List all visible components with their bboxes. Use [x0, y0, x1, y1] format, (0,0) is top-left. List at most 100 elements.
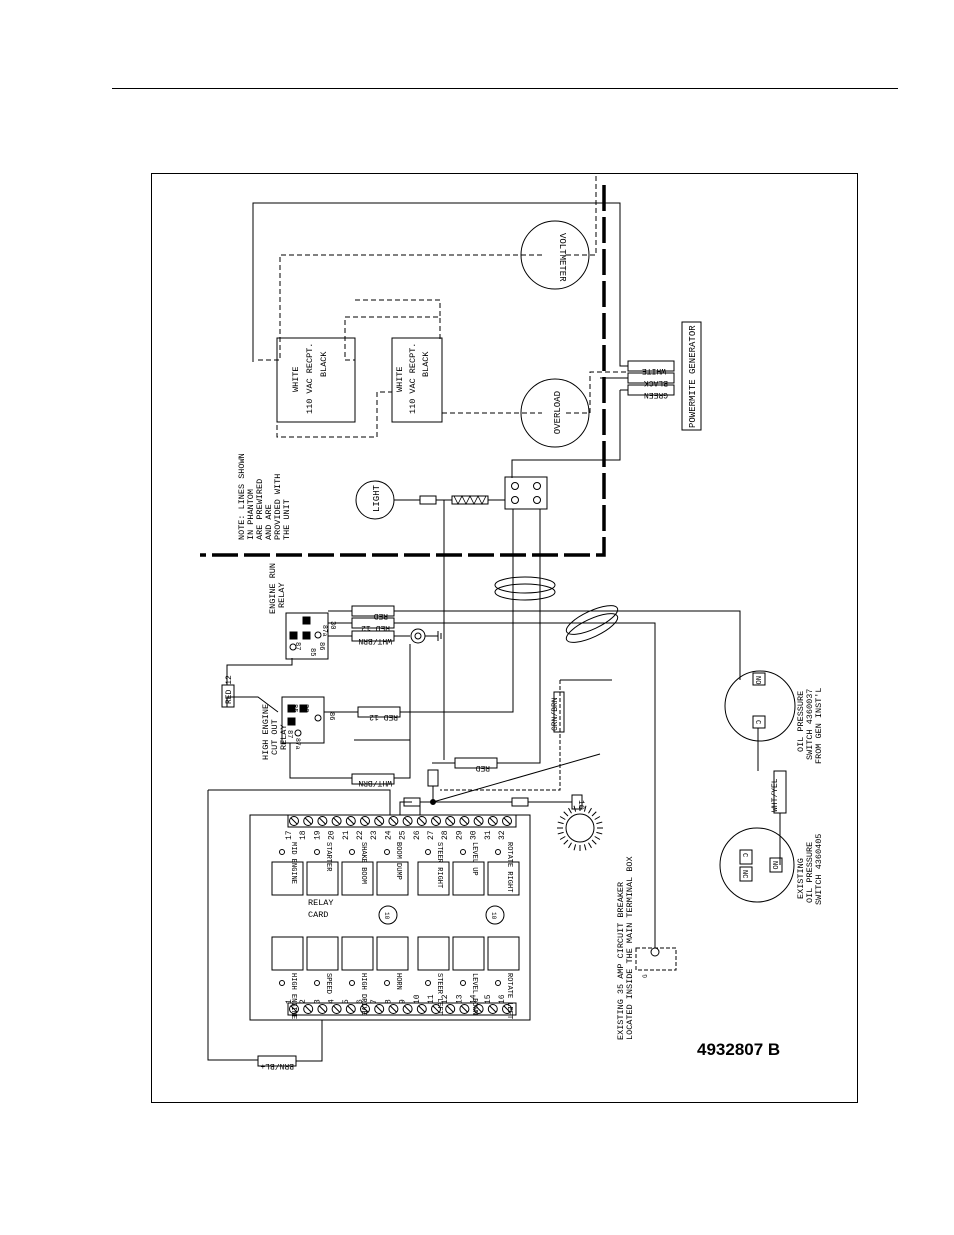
cut-pin-87: 87 — [285, 730, 293, 738]
horn-ray — [591, 811, 597, 817]
card-top-terminal-number: 18 — [299, 830, 308, 840]
card-led-bottom — [460, 980, 466, 986]
card-top-terminal-number: 31 — [484, 830, 493, 840]
light-fuse — [419, 495, 437, 505]
card-bottom-function-label: ROTATE LEFT — [505, 973, 513, 1019]
run-pin-85: 85 — [308, 648, 316, 656]
red-bottom-label: RED — [475, 763, 490, 772]
wire-bundle-1 — [494, 576, 556, 594]
horn-symbol — [565, 813, 595, 843]
generator-box — [681, 321, 702, 431]
card-bottom-terminal-number: 16 — [498, 994, 507, 1004]
card-led-bottom — [279, 980, 285, 986]
wire-green — [511, 389, 628, 478]
phantom-boundary-line — [200, 185, 606, 557]
horn-ray — [591, 839, 597, 845]
card-led-top — [425, 849, 431, 855]
card-led-bottom — [495, 980, 501, 986]
horn-ray — [596, 831, 603, 835]
card-top-function-label: LEVEL UP — [470, 842, 478, 876]
oil-2-caption-1: EXISTING — [796, 858, 806, 899]
black-wire-label: BLACK — [644, 378, 668, 387]
white-wire-label: WHITE — [642, 366, 666, 375]
card-top-function-label: STEER RIGHT — [435, 842, 443, 888]
card-top-terminal-number: 19 — [313, 830, 322, 840]
card-bottom-terminal-number: 8 — [384, 999, 393, 1004]
card-relay-top — [376, 861, 409, 896]
card-bottom-terminal-number: 14 — [470, 994, 479, 1004]
run-pin-30: 30 — [328, 621, 336, 629]
card-relay-bottom — [452, 936, 485, 971]
card-led-top — [384, 849, 390, 855]
card-top-terminal-number: 29 — [455, 830, 464, 840]
card-bottom-function-label: LEVEL DOWN — [470, 973, 478, 1015]
relay-card-label-2: CARD — [308, 910, 328, 920]
run-pin-87: 87 — [293, 642, 301, 650]
wht-brn-bottom-label: WHT/BRN — [358, 778, 392, 787]
part-number: 4932807 B — [697, 1040, 781, 1059]
card-fuse-2-label: 10 — [490, 912, 497, 920]
card-relay-top — [487, 861, 520, 896]
green-wire-label: GREEN — [644, 390, 668, 399]
engine-run-relay-label-2: RELAY — [277, 582, 287, 608]
overload-label: OVERLOAD — [553, 391, 563, 434]
card-relay-top — [271, 861, 304, 896]
card-bottom-terminal-number: 7 — [370, 999, 379, 1004]
card-led-bottom — [314, 980, 320, 986]
oil-2-caption-2: OIL PRESSURE — [805, 842, 815, 903]
red-top-label: RED — [373, 611, 388, 620]
relay-card-top-strip — [287, 814, 517, 828]
card-relay-bottom — [376, 936, 409, 971]
card-top-terminal-number: 30 — [470, 830, 479, 840]
card-led-bottom — [425, 980, 431, 986]
oil-2-caption-3: SWITCH 4360405 — [814, 834, 824, 905]
card-top-function-label: STARTER — [324, 842, 332, 872]
oil-switch-1-circle — [724, 670, 796, 742]
junction-fuse — [427, 769, 439, 787]
note-line-3: ARE PREWIRED — [255, 479, 265, 540]
engine-run-relay-label-1: ENGINE RUN — [268, 563, 278, 614]
card-relay-bottom — [417, 936, 450, 971]
fuse-16-label: 16 — [576, 800, 585, 810]
card-top-terminal-number: 27 — [427, 830, 436, 840]
horn-ray — [596, 821, 603, 825]
horn-ray — [594, 836, 601, 840]
ground-lug — [410, 628, 426, 644]
note-line-2: IN PHANTOM — [246, 489, 256, 540]
card-top-terminal-number: 28 — [441, 830, 450, 840]
recept-1-line-1: WHITE — [291, 366, 301, 392]
card-top-terminal-number: 17 — [285, 830, 294, 840]
brn-bl-label: BRN/BL+ — [260, 1061, 294, 1070]
receptacle-1-box — [276, 337, 356, 423]
light-label: LIGHT — [372, 484, 382, 512]
card-relay-bottom — [487, 936, 520, 971]
horn-ray — [583, 844, 587, 851]
wire-white — [252, 202, 628, 367]
cut-pin-87a: 87a — [294, 738, 301, 750]
card-led-top — [314, 849, 320, 855]
card-bottom-terminal-number: 1 — [285, 999, 294, 1004]
recept-2-line-1: WHITE — [395, 366, 405, 392]
card-led-top — [460, 849, 466, 855]
oil-2-pin-nc: NC — [740, 870, 748, 878]
card-bottom-terminal-number: 9 — [399, 999, 408, 1004]
wire-red-run — [497, 509, 541, 764]
card-relay-top — [452, 861, 485, 896]
wht-yel-label: WHT/YEL — [771, 778, 780, 812]
wire-brn-bl-left — [208, 789, 391, 815]
breaker-note-2: LOCATED INSIDE THE MAIN TERMINAL BOX — [625, 856, 635, 1040]
page-top-rule — [112, 88, 898, 89]
recept-1-line-3: BLACK — [319, 351, 329, 377]
horn-ray — [559, 836, 566, 840]
high-engine-relay-label-3: RELAY — [279, 724, 289, 750]
card-bottom-terminal-number: 10 — [413, 994, 422, 1004]
card-led-top — [349, 849, 355, 855]
oil-1-caption-3: FROM GEN INST'L — [814, 687, 824, 764]
breaker-note-1: EXISTING 35 AMP CIRCUIT BREAKER — [616, 882, 626, 1040]
card-top-terminal-number: 22 — [356, 830, 365, 840]
horn-ray — [588, 842, 592, 849]
card-bottom-terminal-number: 15 — [484, 994, 493, 1004]
wire-bundle-2 — [565, 605, 619, 635]
card-top-function-label: SHAKE BOOM — [359, 842, 367, 884]
